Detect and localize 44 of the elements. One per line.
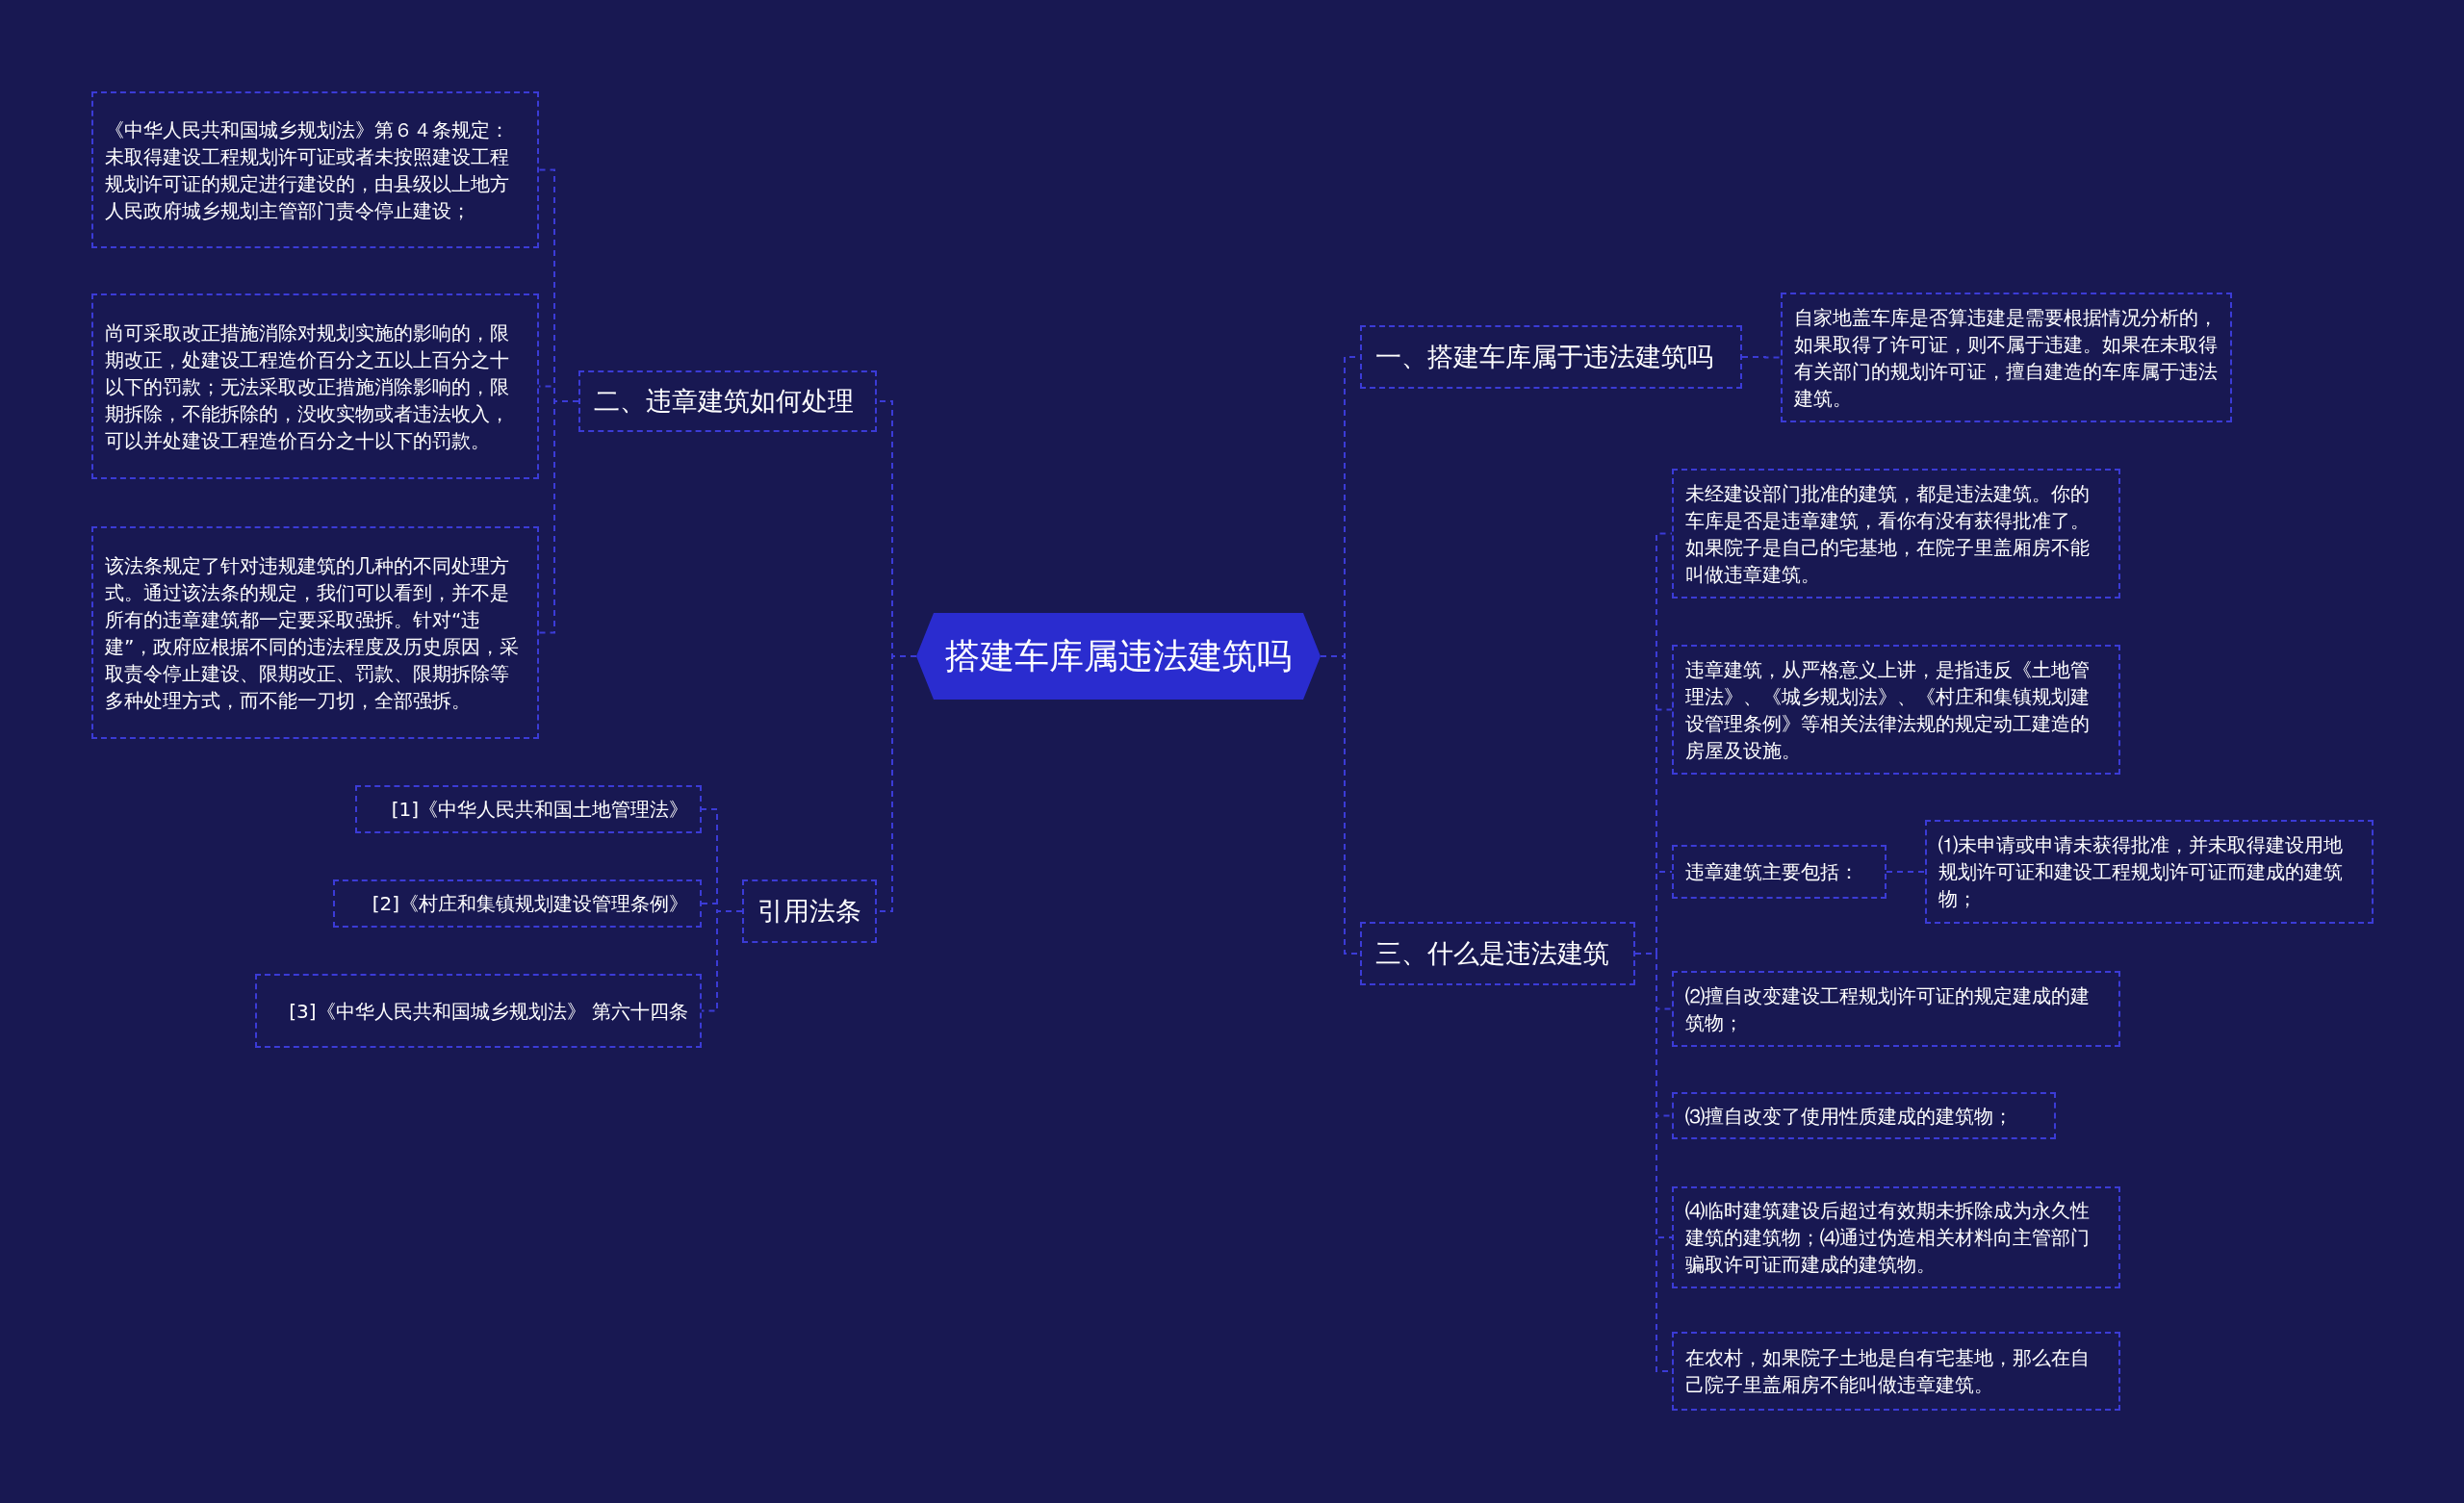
text-box xyxy=(333,879,702,928)
note-text: 自家地盖车库是否算违建是需要根据情况分析的，如果取得了许可证，则不属于违建。如果在未取得有关部门的规划许可证，擅自建造的车库属于违法建筑。 xyxy=(1794,304,2219,412)
text-box xyxy=(1672,1186,2120,1288)
topic-box xyxy=(1360,922,1635,985)
note-text: 违章建筑主要包括： xyxy=(1685,859,1859,885)
note-text: ⑷临时建筑建设后超过有效期未拆除成为永久性建筑的建筑物；⑷通过伪造相关材料向主管部门骗取许可证而建成的建筑物。 xyxy=(1685,1198,2091,1278)
text-box xyxy=(1672,1332,2120,1411)
note-text: 违章建筑，从严格意义上讲，是指违反《土地管理法》、《城乡规划法》、《村庄和集镇规划建设管理条例》等相关法律法规的规定动工建造的房屋及设施。 xyxy=(1685,656,2091,764)
text-box xyxy=(255,974,702,1048)
text-box xyxy=(1672,845,1886,899)
text-box xyxy=(1672,469,2120,599)
text-box xyxy=(1672,645,2120,775)
note-text: [1]《中华人民共和国土地管理法》 xyxy=(391,797,688,823)
topic-box xyxy=(1360,325,1742,389)
text-box xyxy=(91,526,539,739)
central-topic-hexagon xyxy=(916,613,1321,700)
topic-label: 引用法条 xyxy=(757,895,861,928)
note-text: [3]《中华人民共和国城乡规划法》 第六十四条 xyxy=(289,998,688,1025)
topic-label: 一、搭建车库属于违法建筑吗 xyxy=(1375,341,1713,373)
note-text: 未经建设部门批准的建筑，都是违法建筑。你的车库是否是违章建筑，看你有没有获得批准了。如果院子是自己的宅基地，在院子里盖厢房不能叫做违章建筑。 xyxy=(1685,480,2091,588)
note-text: ⑵擅自改变建设工程规划许可证的规定建成的建筑物； xyxy=(1685,982,2091,1036)
text-box xyxy=(1672,1092,2056,1139)
note-text: ⑴未申请或申请未获得批准，并未取得建设用地规划许可证和建设工程规划许可证而建成的建筑物； xyxy=(1938,832,2344,912)
text-box xyxy=(1672,971,2120,1047)
text-box xyxy=(91,293,539,479)
note-text: 《中华人民共和国城乡规划法》第６４条规定：未取得建设工程规划许可证或者未按照建设工程规划许可证的规定进行建设的，由县级以上地方人民政府城乡规划主管部门责令停止建设； xyxy=(105,116,510,224)
connector xyxy=(1741,356,1782,359)
note-text: 在农村，如果院子土地是自有宅基地，那么在自己院子里盖厢房不能叫做违章建筑。 xyxy=(1685,1345,2091,1398)
note-text: [2]《村庄和集镇规划建设管理条例》 xyxy=(372,891,688,917)
connector xyxy=(701,910,743,1012)
text-box xyxy=(1925,820,2374,924)
connector xyxy=(1886,871,1926,873)
text-box xyxy=(91,91,539,248)
text-box xyxy=(1781,293,2232,422)
topic-box xyxy=(742,879,877,943)
topic-box xyxy=(578,370,877,432)
note-text: ⑶擅自改变了使用性质建成的建筑物； xyxy=(1685,1103,2013,1130)
central-title: 搭建车库属违法建筑吗 xyxy=(945,634,1292,677)
topic-label: 二、违章建筑如何处理 xyxy=(594,385,854,418)
text-box xyxy=(355,785,702,833)
topic-label: 三、什么是违法建筑 xyxy=(1375,937,1609,970)
note-text: 尚可采取改正措施消除对规划实施的影响的，限期改正，处建设工程造价百分之五以上百分之十以下的罚款；无法采取改正措施消除影响的，限期拆除，不能拆除的，没收实物或者违法收入，可以并处建设工程造价百分之十以下的罚款。 xyxy=(105,319,510,454)
note-text: 该法条规定了针对违规建筑的几种的不同处理方式。通过该法条的规定，我们可以看到，并不是所有的违章建筑都一定要采取强拆。针对“违建”，政府应根据不同的违法程度及历史原因，采取责令停止建设、限期改正、罚款、限期拆除等多种处理方式，而不能一刀切，全部强拆。 xyxy=(105,552,521,714)
connector xyxy=(538,400,579,634)
